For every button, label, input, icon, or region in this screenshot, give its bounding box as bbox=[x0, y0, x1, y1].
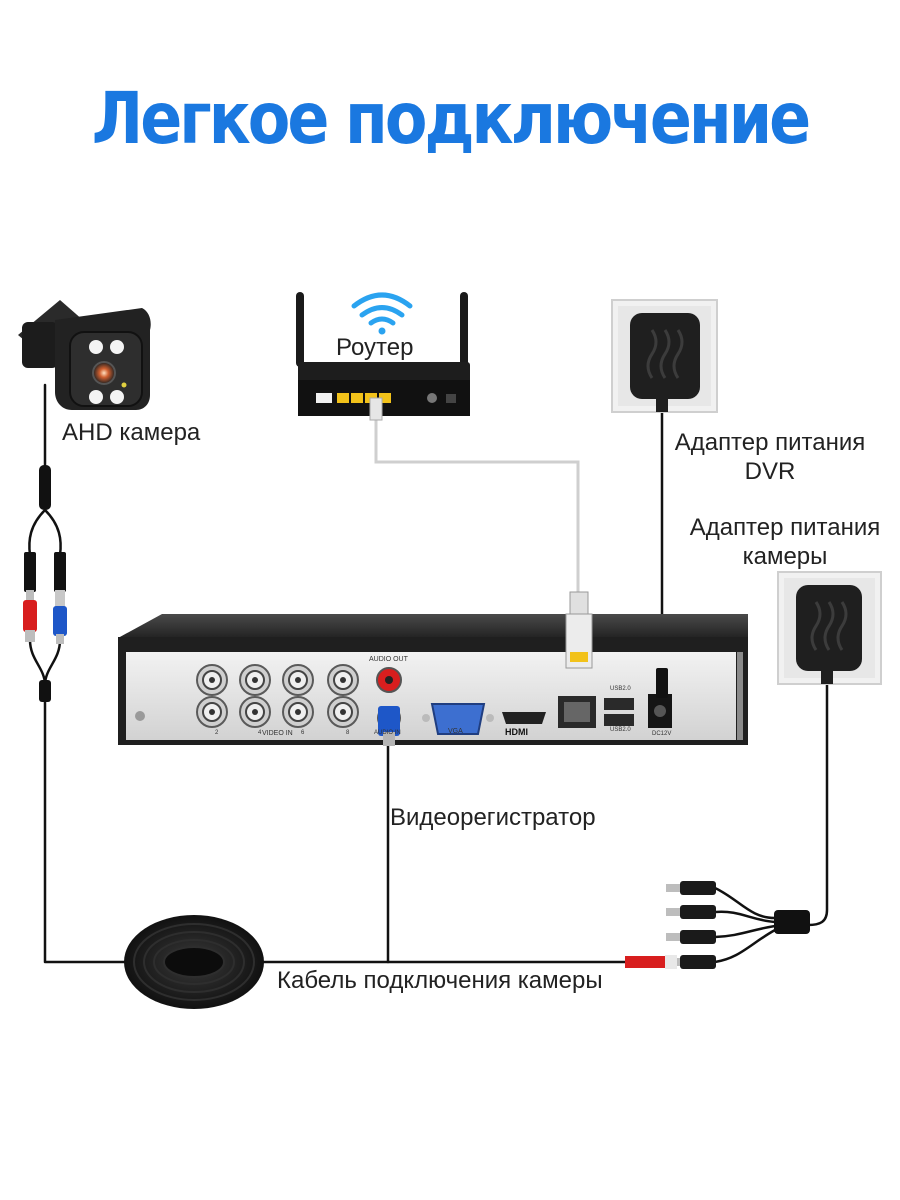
splitter-hub bbox=[774, 910, 810, 934]
usb-ports bbox=[604, 698, 634, 726]
dc-power-port bbox=[648, 694, 672, 728]
cable-label: Кабель подключения камеры bbox=[277, 967, 603, 994]
camera-power-adapter bbox=[777, 571, 882, 685]
bnc-number: 4 bbox=[258, 730, 262, 736]
camera-cable-junction bbox=[39, 465, 51, 702]
bnc-video-input: 5 bbox=[282, 664, 314, 704]
audio-in-port bbox=[377, 706, 401, 746]
camera-power-cable bbox=[807, 680, 829, 927]
usb-bottom-label: USB2.0 bbox=[610, 727, 631, 733]
bnc-video-input: 2 bbox=[196, 696, 228, 736]
bnc-number: 8 bbox=[346, 730, 350, 736]
router-label: Роутер bbox=[336, 334, 414, 361]
ethernet-cable bbox=[374, 420, 580, 595]
ethernet-plug-dvr bbox=[565, 591, 593, 669]
dvr-power-plug bbox=[656, 668, 668, 698]
dc-plug bbox=[680, 955, 716, 969]
bnc-video-input: 4 bbox=[239, 696, 271, 736]
bnc-video-input: 8 bbox=[327, 696, 359, 736]
bnc-video-input: 7 bbox=[327, 664, 359, 704]
vga-label: VGA bbox=[448, 728, 463, 735]
camera-label: AHD камера bbox=[62, 419, 201, 446]
camera-adapter-label: Адаптер питания камеры bbox=[689, 514, 881, 570]
ethernet-port bbox=[558, 696, 596, 728]
video-in-label: VIDEO IN bbox=[262, 730, 293, 737]
audio-out-label: AUDIO OUT bbox=[369, 656, 408, 663]
camera-cable bbox=[28, 383, 627, 964]
dc-plug-tip bbox=[666, 933, 680, 941]
dc-plug-tip bbox=[666, 908, 680, 916]
bnc-video-inputs: 13572468 bbox=[196, 664, 359, 736]
bnc-connector-camera bbox=[23, 552, 37, 642]
bnc-video-input: 6 bbox=[282, 696, 314, 736]
power-port-label: DC12V bbox=[652, 731, 672, 737]
dvr-label: Видеорегистратор bbox=[390, 804, 596, 831]
rca-connector-camera bbox=[53, 552, 67, 644]
page-title: Легкое подключение bbox=[91, 76, 811, 161]
dc-plug bbox=[680, 905, 716, 919]
audio-out-port bbox=[376, 667, 402, 693]
dvr-adapter-label: Адаптер питания DVR bbox=[674, 429, 866, 485]
cable-coil bbox=[124, 915, 264, 1009]
power-splitter bbox=[714, 886, 776, 964]
ahd-camera bbox=[18, 300, 151, 410]
power-splitter-red-lead bbox=[625, 955, 677, 969]
ethernet-plug-router bbox=[369, 397, 383, 421]
vga-port bbox=[422, 703, 494, 735]
bnc-number: 6 bbox=[301, 730, 305, 736]
usb-top-label: USB2.0 bbox=[610, 686, 631, 692]
dc-plug bbox=[680, 881, 716, 895]
dc-plugs bbox=[666, 881, 716, 969]
audio-in-label: AUDIO IN bbox=[374, 730, 401, 736]
hdmi-port bbox=[502, 712, 546, 724]
dvr-power-adapter bbox=[611, 299, 718, 413]
dc-plug-tip bbox=[666, 884, 680, 892]
dc-plug bbox=[680, 930, 716, 944]
hdmi-label: HDMI bbox=[505, 727, 528, 737]
bnc-number: 2 bbox=[215, 730, 219, 736]
wifi-icon bbox=[351, 292, 413, 335]
